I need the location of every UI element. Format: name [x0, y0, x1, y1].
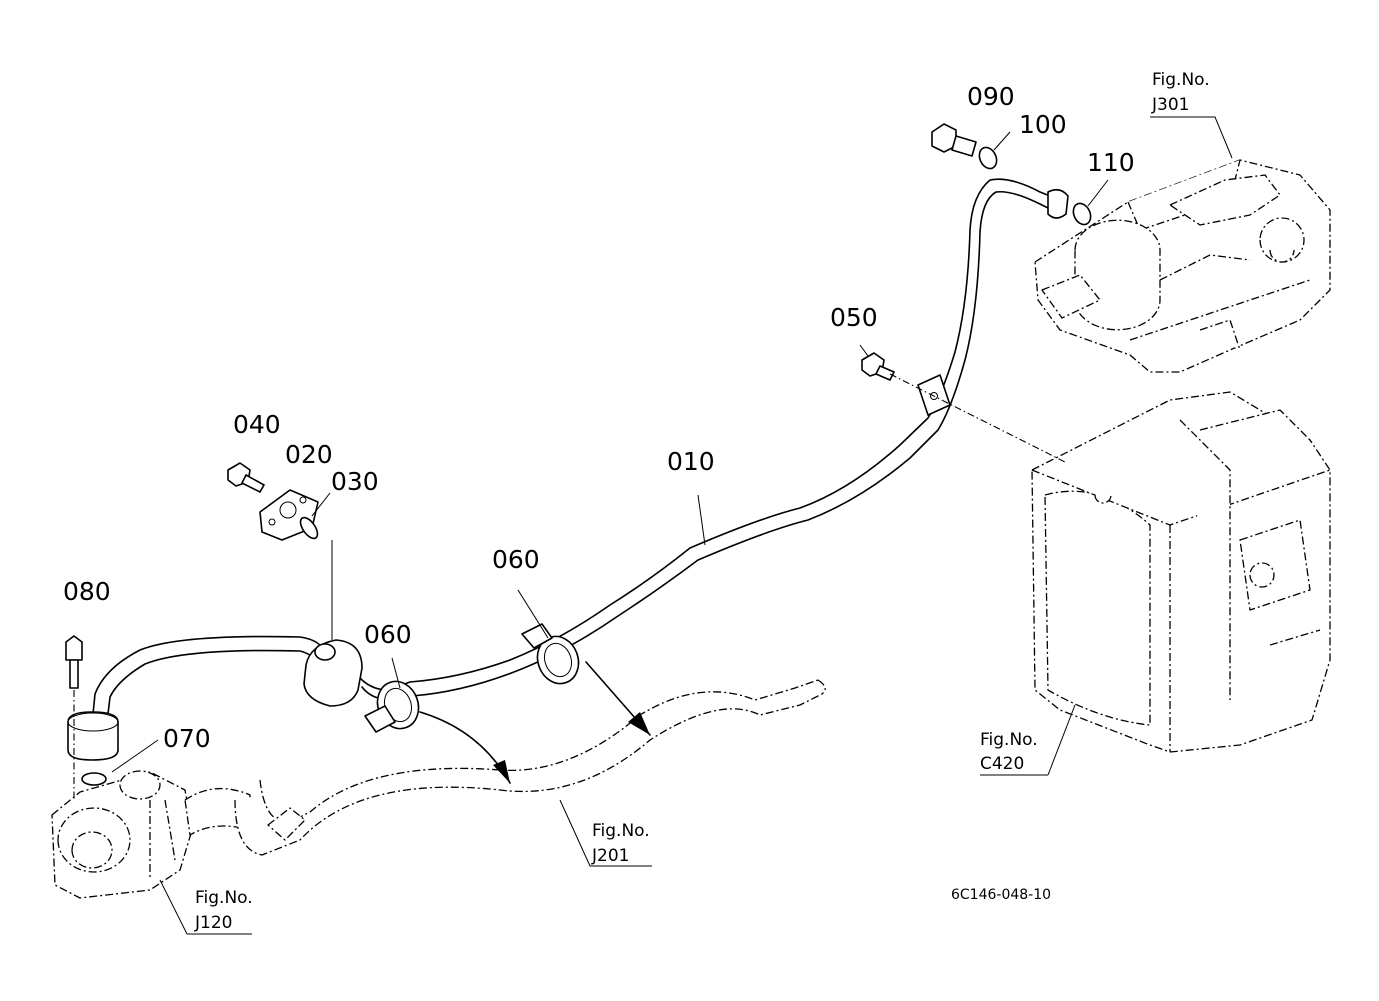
part-label-090: 090 — [967, 82, 1015, 111]
suction-hose-j201 — [234, 679, 826, 856]
bolt-080 — [65, 635, 83, 689]
fig-code-j201: J201 — [591, 846, 629, 866]
part-label-010: 010 — [667, 447, 715, 476]
transmission-housing-c420 — [1031, 391, 1331, 753]
part-label-100: 100 — [1019, 110, 1067, 139]
part-label-070: 070 — [163, 724, 211, 753]
washer-100 — [978, 146, 998, 170]
banjo-bolt-090 — [931, 123, 977, 157]
fig-code-c420: C420 — [980, 754, 1024, 774]
insertion-arrows — [419, 661, 651, 784]
part-label-060-upper: 060 — [492, 545, 540, 574]
part-label-060-lower: 060 — [364, 620, 412, 649]
figure-ref-j201: Fig.No. J201 — [591, 821, 650, 866]
figure-ref-j120: Fig.No. J120 — [194, 888, 253, 933]
drawing-code: 6C146-048-10 — [951, 887, 1051, 903]
o-ring-070 — [81, 772, 107, 786]
fig-code-j120: J120 — [194, 913, 232, 933]
fig-label-j120: Fig.No. — [195, 888, 253, 908]
part-number-labels: 090 100 110 050 010 040 020 030 060 060 … — [63, 82, 1135, 753]
fitting-block — [67, 711, 119, 761]
part-label-080: 080 — [63, 577, 111, 606]
bolt-040 — [227, 462, 265, 493]
fig-label-j201: Fig.No. — [592, 821, 650, 841]
oil-pipe-010 — [92, 178, 1069, 715]
clamp-060-upper — [521, 623, 580, 685]
pipe-flange-block — [303, 639, 363, 707]
part-label-040: 040 — [233, 410, 281, 439]
part-label-020: 020 — [285, 440, 333, 469]
hydraulic-pump-j120 — [51, 770, 251, 899]
part-label-050: 050 — [830, 303, 878, 332]
part-label-110: 110 — [1087, 148, 1135, 177]
hydraulic-block-j301 — [1034, 159, 1331, 373]
bolt-050 — [861, 352, 895, 381]
leader-lines — [73, 116, 1233, 935]
fig-code-j301: J301 — [1151, 95, 1189, 115]
o-ring-030 — [299, 516, 319, 540]
fig-label-c420: Fig.No. — [980, 730, 1038, 750]
figure-ref-c420: Fig.No. C420 — [980, 730, 1038, 774]
fig-label-j301: Fig.No. — [1152, 70, 1210, 90]
washer-110 — [1072, 202, 1092, 226]
figure-ref-j301: Fig.No. J301 — [1151, 70, 1210, 115]
part-label-030: 030 — [331, 467, 379, 496]
clamp-060-lower — [364, 680, 420, 733]
